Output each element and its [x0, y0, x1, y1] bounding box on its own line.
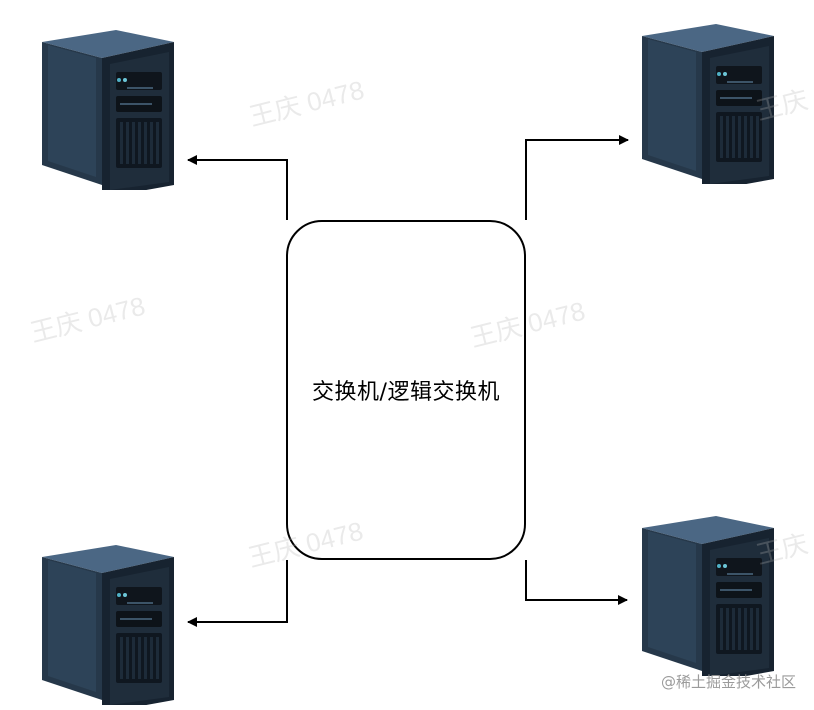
source-credit: @稀土掘金技术社区	[660, 673, 796, 691]
arrow-to-bottom-right-server	[525, 560, 628, 605]
server-tower-icon	[42, 545, 174, 705]
arrow-to-top-right-server	[525, 135, 629, 220]
server-bottom-left	[42, 545, 174, 705]
server-top-left	[42, 30, 174, 190]
switch-node: 交换机/逻辑交换机	[286, 220, 526, 560]
server-top-right	[642, 24, 774, 184]
server-bottom-right	[642, 516, 774, 676]
arrow-to-top-left-server	[187, 155, 288, 220]
server-tower-icon	[42, 30, 174, 190]
server-tower-icon	[642, 24, 774, 184]
arrow-to-bottom-left-server	[187, 560, 288, 627]
server-tower-icon	[642, 516, 774, 676]
switch-label: 交换机/逻辑交换机	[312, 380, 500, 405]
